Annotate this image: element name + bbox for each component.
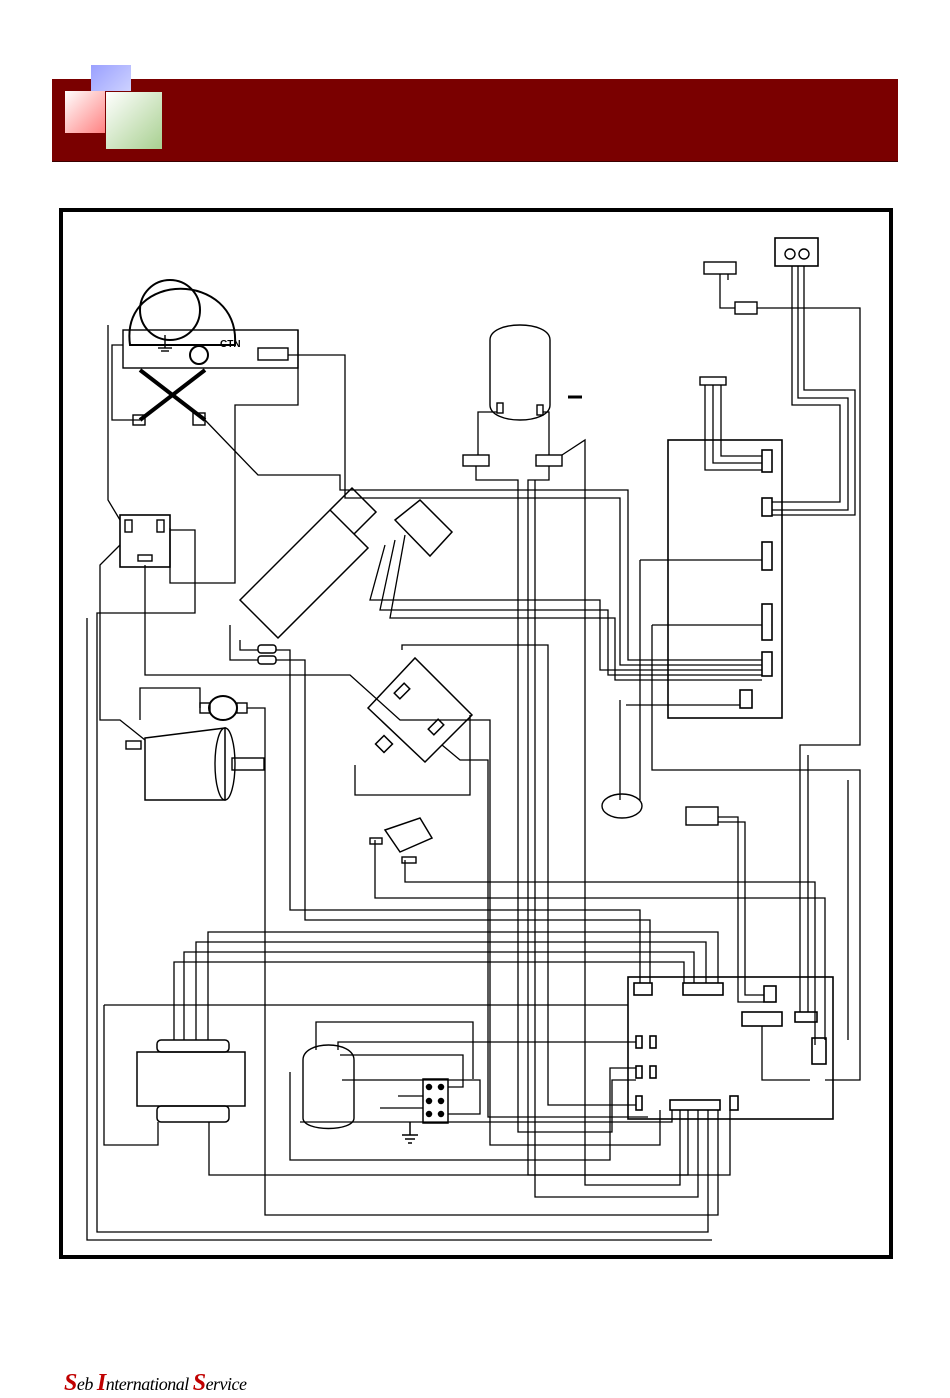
logo-word-1: eb — [77, 1374, 97, 1394]
logo-initial-2: I — [97, 1370, 106, 1396]
ctn-connector-label: CTN — [220, 339, 241, 350]
logo-initial-1: S — [64, 1370, 77, 1396]
switch-block — [120, 515, 170, 567]
heater-ring-assembly — [123, 280, 298, 425]
solenoid-valve — [368, 658, 472, 762]
terminal-block — [402, 1079, 448, 1143]
capacitor — [303, 1045, 354, 1129]
motor — [126, 696, 264, 800]
round-sensor — [602, 794, 642, 818]
pump — [240, 488, 452, 664]
wires — [87, 266, 860, 1240]
thermal-sensor — [370, 818, 432, 863]
footer-logo: Seb International Service — [64, 1370, 247, 1397]
transformer — [137, 1040, 245, 1122]
logo-word-3: ervice — [206, 1374, 247, 1394]
control-board-upper — [668, 440, 782, 718]
power-board-lower — [628, 977, 833, 1119]
logo-word-2: nternational — [106, 1374, 193, 1394]
boiler-tank — [463, 325, 582, 466]
logo-initial-3: S — [193, 1370, 206, 1396]
